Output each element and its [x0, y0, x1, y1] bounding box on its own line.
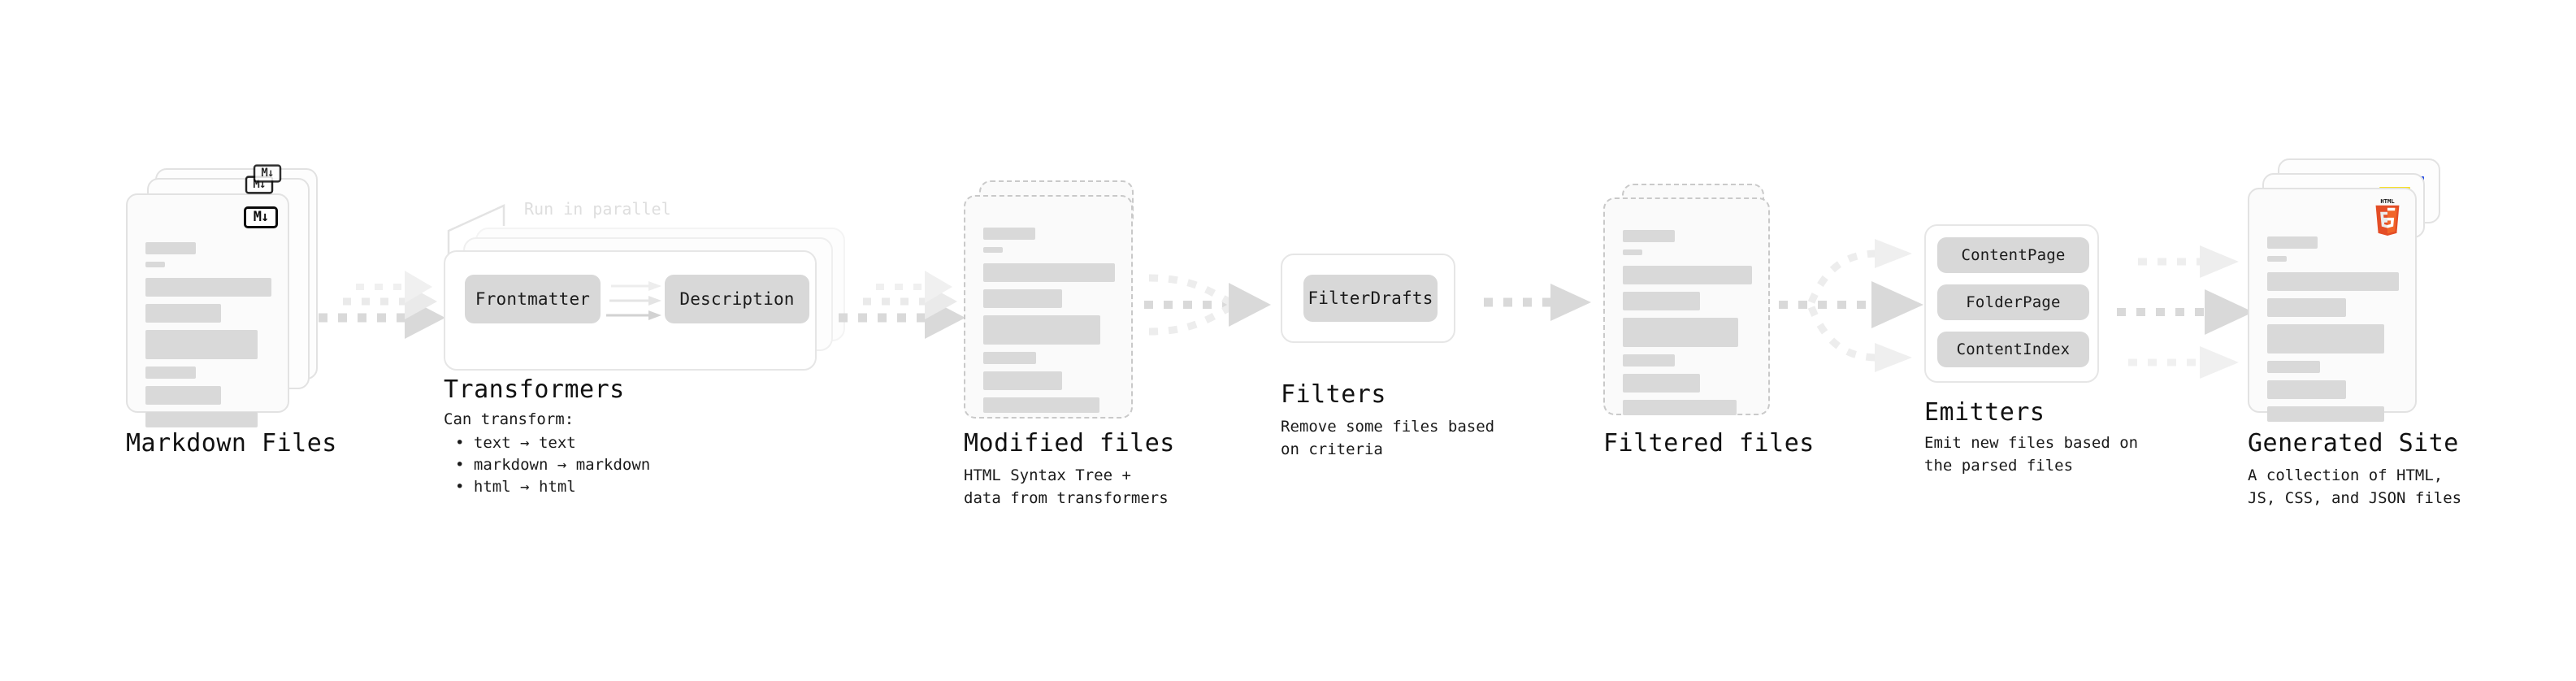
site-card-front: HTML	[2248, 188, 2417, 422]
skeleton-bar	[1623, 374, 1701, 393]
skeleton-bar	[983, 397, 1099, 413]
emitter-chip-contentpage[interactable]: ContentPage	[1937, 237, 2089, 273]
run-in-parallel-bracket	[447, 204, 505, 258]
emitter-chip-folderpage[interactable]: FolderPage	[1937, 284, 2089, 320]
stage-caption-filters: Remove some files based on criteria	[1281, 418, 1495, 458]
skeleton-bar	[1623, 400, 1737, 415]
skeleton-bar	[145, 330, 258, 359]
filtered-card-front	[1603, 197, 1770, 415]
stage-title-emitters: Emitters	[1924, 398, 2045, 427]
emitter-chip-contentindex[interactable]: ContentIndex	[1937, 332, 2089, 367]
stage-title-generated-site: Generated Site	[2248, 429, 2459, 458]
skeleton-bar	[145, 386, 221, 405]
transformer-inner-arrows	[606, 281, 661, 320]
skeleton-bar	[145, 242, 196, 254]
skeleton-bar	[2267, 406, 2385, 422]
emitters-box: ContentPage FolderPage ContentIndex	[1924, 224, 2099, 383]
skeleton-bar	[2267, 256, 2287, 262]
skeleton-bar	[145, 367, 196, 379]
transformers-box: Frontmatter Description	[444, 250, 817, 371]
skeleton-bar	[2267, 361, 2320, 373]
connector-transformers-to-modified	[839, 271, 965, 339]
stage-title-modified-files: Modified files	[964, 429, 1175, 458]
connector-markdown-to-transformers	[319, 271, 445, 339]
skeleton-bar	[1623, 230, 1675, 242]
svg-text:HTML: HTML	[2380, 197, 2395, 205]
skeleton-bar	[983, 315, 1101, 345]
transformer-chip-frontmatter[interactable]: Frontmatter	[465, 275, 601, 323]
markdown-card-front: M↓	[126, 193, 289, 427]
skeleton-bar	[145, 304, 221, 323]
skeleton-bar	[1623, 354, 1675, 367]
skeleton-bar	[983, 263, 1115, 282]
skeleton-bar	[983, 352, 1036, 364]
skeleton-bar	[2267, 236, 2318, 249]
filter-chip-filterdrafts[interactable]: FilterDrafts	[1303, 275, 1438, 322]
markdown-badge-ghost: M↓	[253, 164, 282, 183]
skeleton-bar	[145, 278, 271, 297]
skeleton-bar	[1623, 249, 1642, 255]
skeleton-bar	[1623, 292, 1701, 310]
connector-filtered-to-emitters	[1779, 239, 1923, 372]
transformers-bullet-2: • html → html	[455, 478, 576, 496]
skeleton-bar	[1623, 266, 1752, 284]
html5-icon: HTML	[2375, 197, 2400, 236]
modified-card-front	[964, 195, 1133, 419]
skeleton-bar	[2267, 380, 2347, 399]
run-in-parallel-label: Run in parallel	[524, 199, 671, 219]
skeleton-bar	[983, 371, 1063, 390]
transformers-bullet-0: • text → text	[455, 434, 576, 452]
stage-caption-emitters: Emit new files based on the parsed files	[1924, 434, 2139, 475]
skeleton-bar	[2267, 298, 2347, 317]
stage-title-filtered-files: Filtered files	[1603, 429, 1815, 458]
stage-caption-transformers: Can transform:	[444, 410, 575, 428]
skeleton-bar	[145, 412, 258, 427]
connector-modified-to-filters	[1144, 274, 1271, 336]
connector-filters-to-filtered	[1484, 284, 1591, 321]
skeleton-bar	[983, 289, 1063, 308]
stage-title-transformers: Transformers	[444, 375, 625, 404]
skeleton-bar	[1623, 318, 1738, 347]
skeleton-bar	[983, 228, 1035, 240]
transformer-chip-description[interactable]: Description	[665, 275, 809, 323]
skeleton-bar	[145, 262, 165, 267]
connector-emitters-to-site	[2117, 245, 2253, 379]
skeleton-bar	[983, 247, 1003, 253]
stage-title-filters: Filters	[1281, 380, 1386, 409]
markdown-badge: M↓	[244, 206, 278, 228]
skeleton-bar	[2267, 272, 2399, 291]
stage-caption-modified-files: HTML Syntax Tree + data from transformer…	[964, 466, 1169, 507]
stage-caption-generated-site: A collection of HTML, JS, CSS, and JSON …	[2248, 466, 2462, 507]
transformers-bullet-1: • markdown → markdown	[455, 456, 651, 474]
skeleton-bar	[2267, 324, 2385, 354]
filters-box: FilterDrafts	[1281, 254, 1455, 343]
stage-title-markdown-files: Markdown Files	[126, 429, 337, 458]
